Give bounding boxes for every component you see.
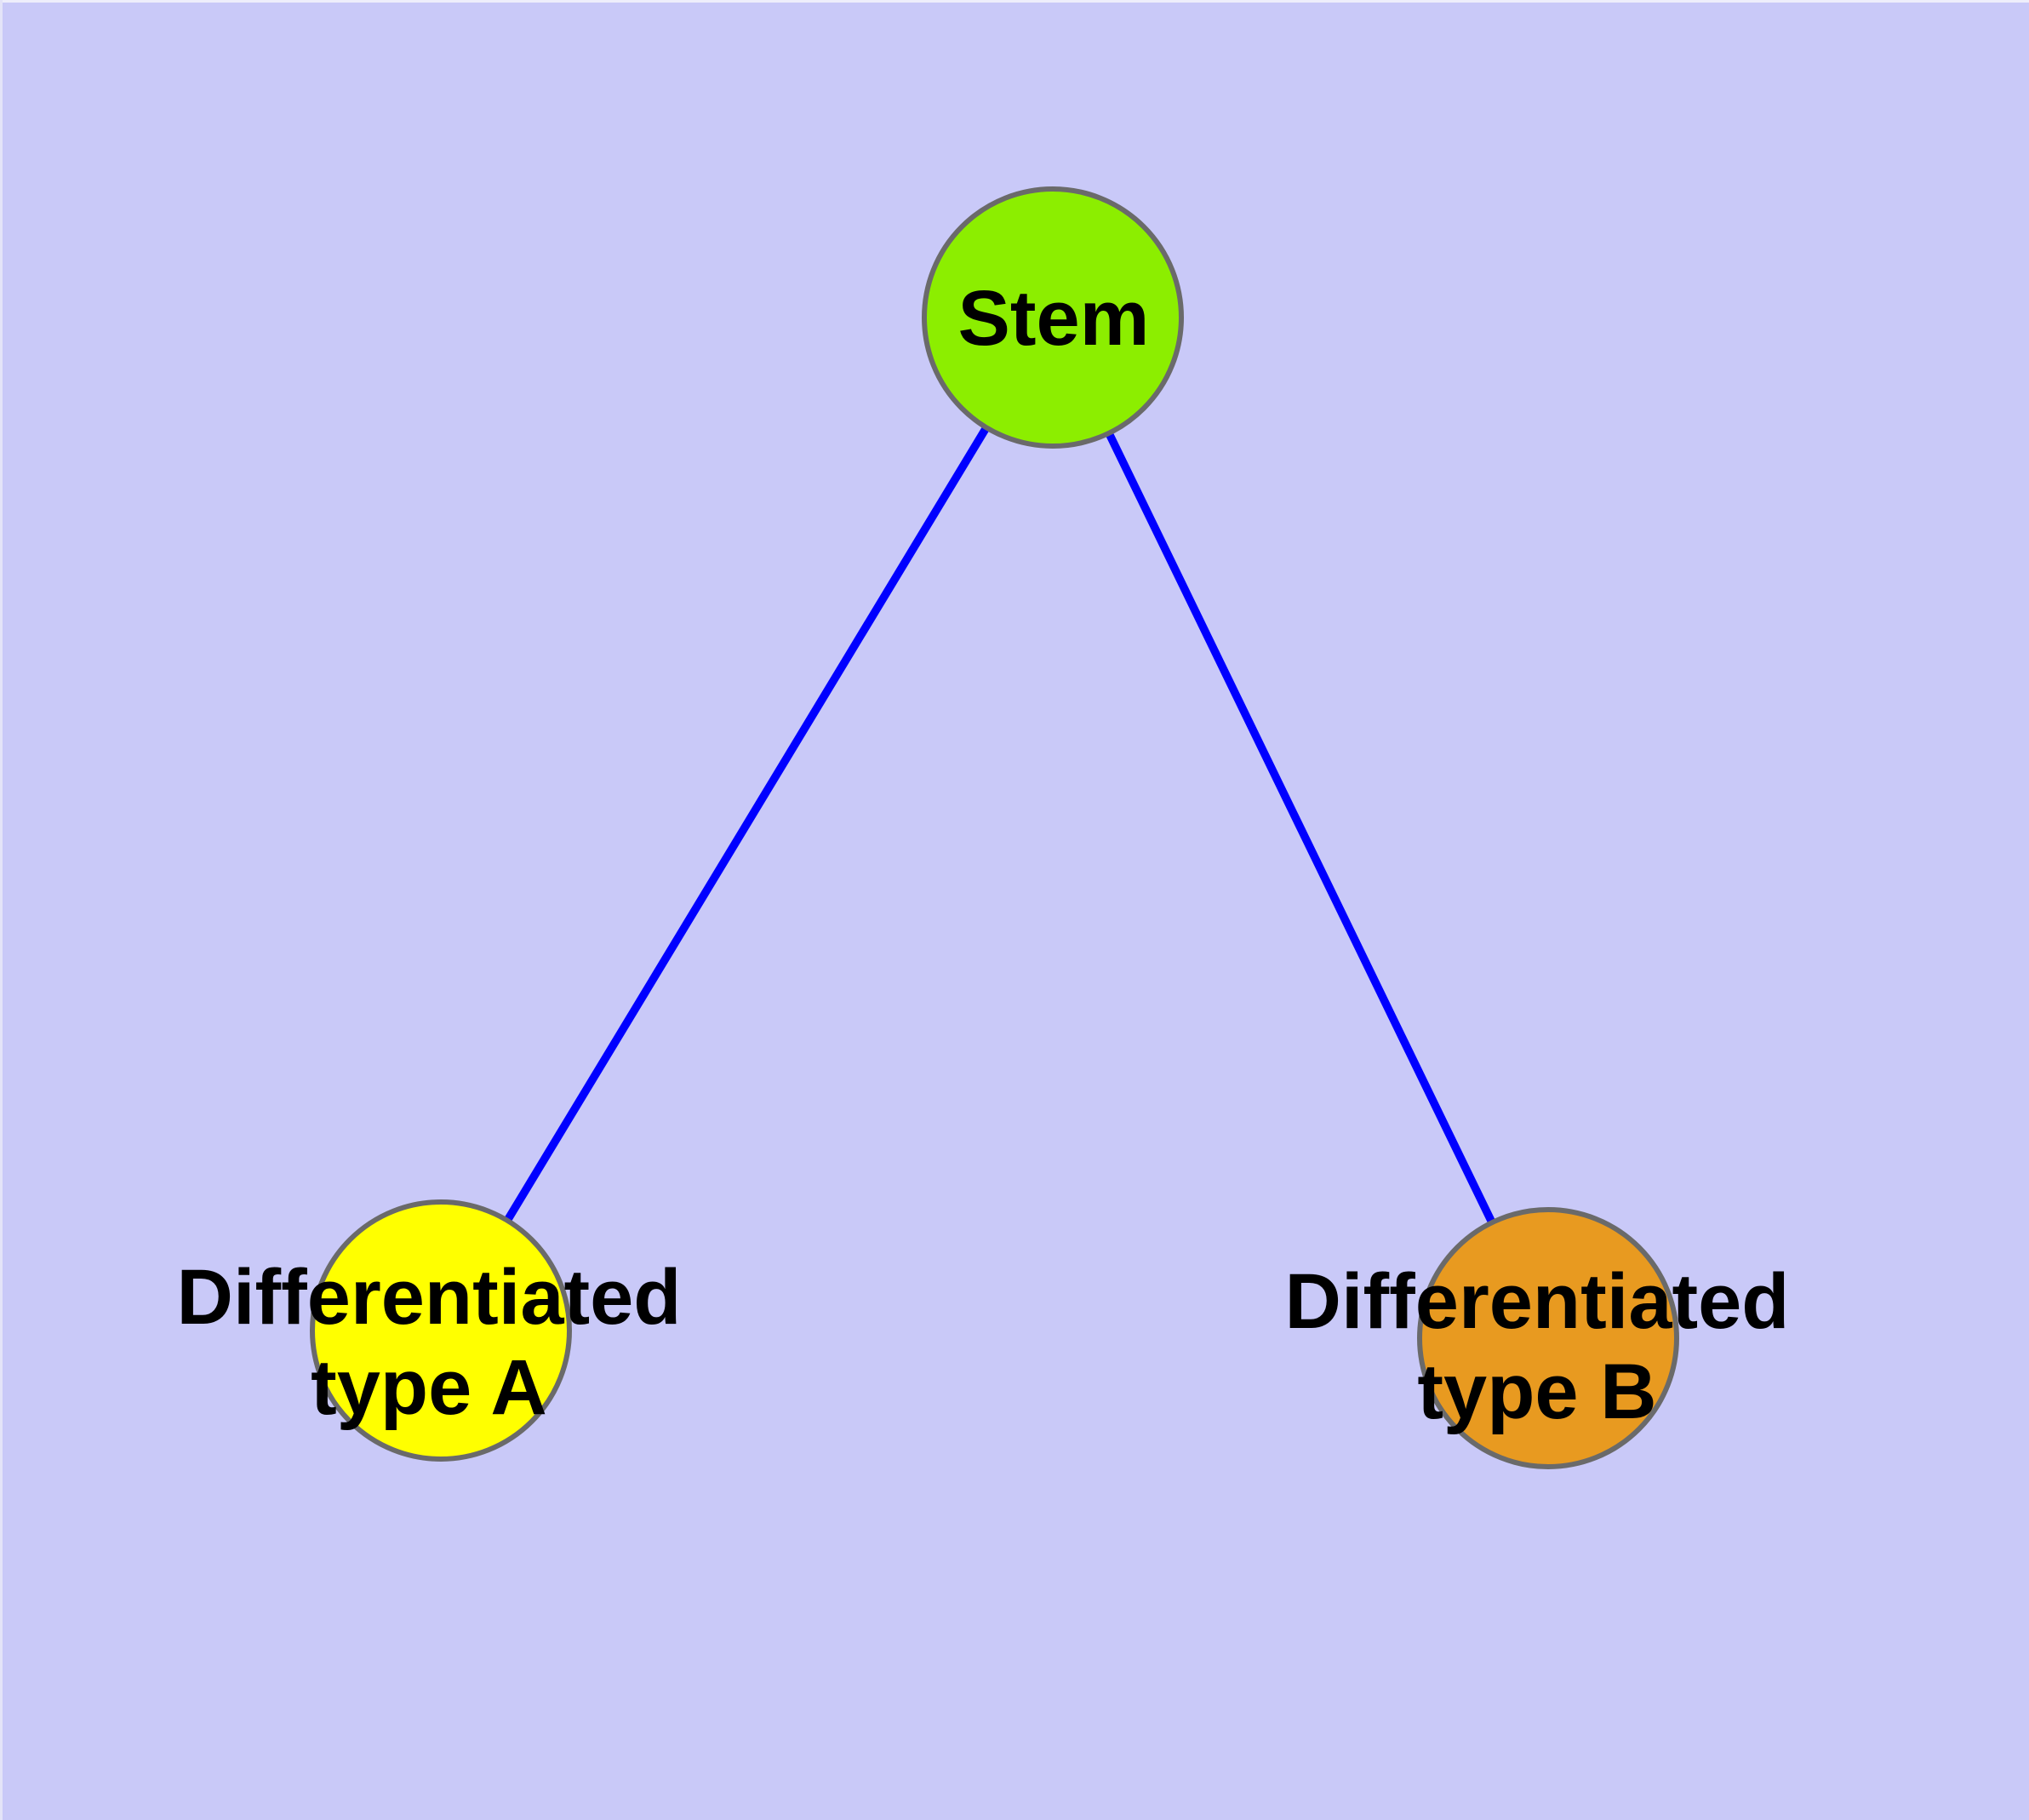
top-edge-highlight (0, 0, 2029, 3)
node-type-b-circle (1417, 1207, 1679, 1469)
edge-stem-to-type-a (437, 315, 1057, 1333)
node-stem-circle (922, 186, 1184, 449)
edge-stem-to-type-b (1049, 315, 1552, 1341)
node-type-a-circle (310, 1199, 572, 1462)
left-edge-highlight (0, 0, 3, 1820)
